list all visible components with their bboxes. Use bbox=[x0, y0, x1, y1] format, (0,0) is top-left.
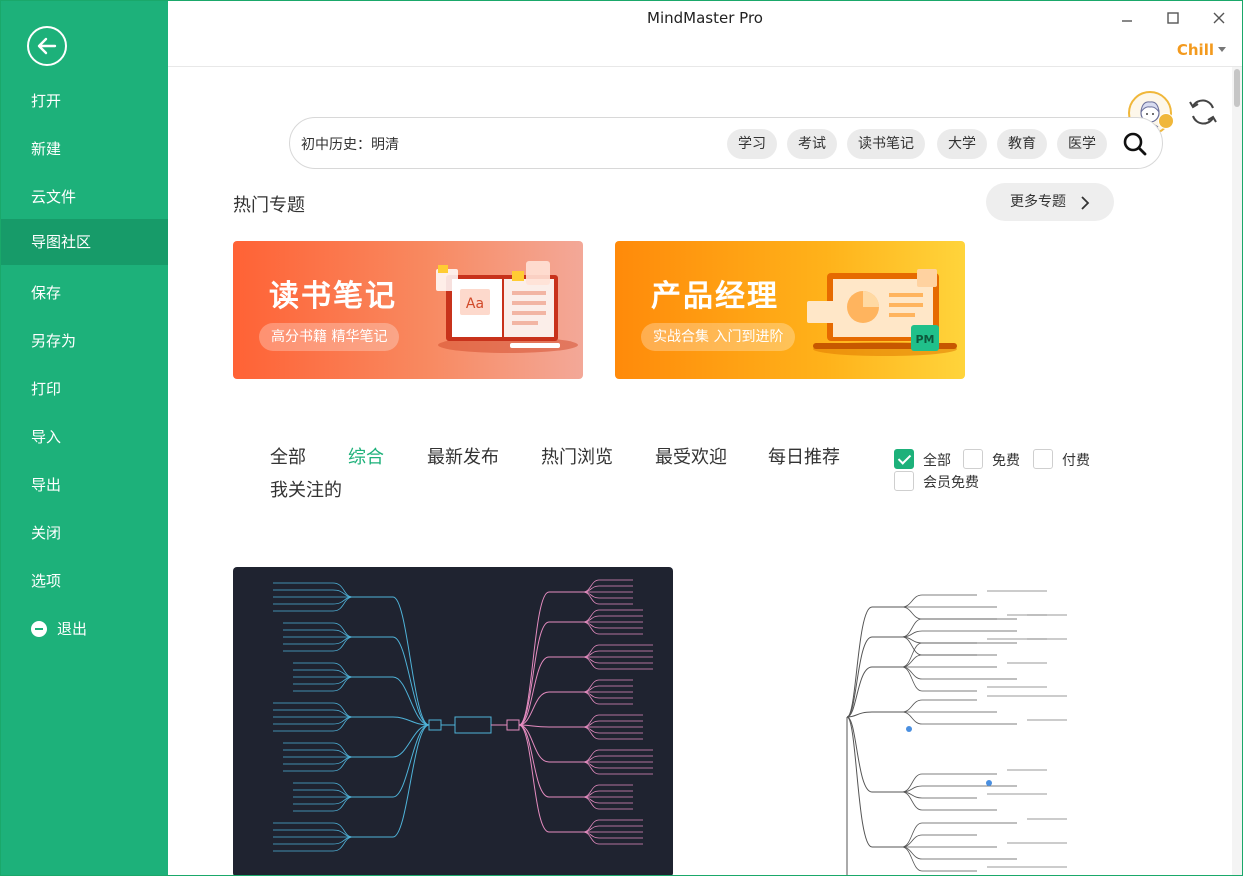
book-thumb-text: Aa bbox=[466, 296, 484, 312]
sidebar-item-export[interactable]: 导出 bbox=[1, 462, 168, 508]
search-tag[interactable]: 读书笔记 bbox=[847, 129, 925, 159]
sidebar-item-label: 新建 bbox=[31, 140, 62, 158]
book-illustration-icon: Aa bbox=[436, 261, 578, 353]
filter-free-checkbox[interactable] bbox=[963, 449, 983, 469]
sidebar-item-cloud-files[interactable]: 云文件 bbox=[1, 174, 168, 220]
sidebar-item-close[interactable]: 关闭 bbox=[1, 510, 168, 556]
vip-badge-icon bbox=[1158, 113, 1174, 129]
more-topics-button[interactable]: 更多专题 bbox=[986, 183, 1114, 221]
close-button[interactable] bbox=[1208, 7, 1230, 29]
tab-following[interactable]: 我关注的 bbox=[270, 480, 342, 501]
mindmap-card-light[interactable] bbox=[717, 567, 1157, 875]
sidebar-item-label: 关闭 bbox=[31, 524, 62, 542]
maximize-button[interactable] bbox=[1162, 7, 1184, 29]
sidebar-item-label: 打印 bbox=[31, 380, 62, 398]
filter-member-free-checkbox[interactable] bbox=[894, 471, 914, 491]
sidebar-item-label: 打开 bbox=[31, 92, 62, 110]
tab-all[interactable]: 全部 bbox=[270, 447, 306, 468]
more-topics-label: 更多专题 bbox=[1010, 194, 1066, 210]
sidebar-item-exit[interactable]: 退出 bbox=[1, 606, 168, 652]
sidebar-item-options[interactable]: 选项 bbox=[1, 558, 168, 604]
tab-daily-recommend[interactable]: 每日推荐 bbox=[768, 447, 840, 468]
title-bar: MindMaster Pro Chill bbox=[168, 1, 1242, 67]
user-name: Chill bbox=[1176, 41, 1214, 59]
sidebar-item-label: 导出 bbox=[31, 476, 62, 494]
sidebar-item-open[interactable]: 打开 bbox=[1, 78, 168, 124]
minimize-button[interactable] bbox=[1116, 7, 1138, 29]
sidebar-item-import[interactable]: 导入 bbox=[1, 414, 168, 460]
search-tag[interactable]: 大学 bbox=[937, 129, 987, 159]
sidebar-item-save-as[interactable]: 另存为 bbox=[1, 318, 168, 364]
sidebar-item-label: 保存 bbox=[31, 284, 62, 302]
search-input[interactable] bbox=[299, 132, 603, 156]
scrollbar[interactable] bbox=[1232, 67, 1242, 875]
caret-down-icon bbox=[1218, 47, 1226, 52]
mindmap-card-dark[interactable] bbox=[233, 567, 673, 875]
maximize-icon bbox=[1167, 12, 1179, 24]
banner-subtitle: 实战合集 入门到进阶 bbox=[641, 323, 796, 351]
sidebar-item-new[interactable]: 新建 bbox=[1, 126, 168, 172]
filter-paid-label: 付费 bbox=[1062, 453, 1090, 469]
search-tag[interactable]: 教育 bbox=[997, 129, 1047, 159]
banner-product-manager[interactable]: 产品经理 实战合集 入门到进阶 PM bbox=[615, 241, 965, 379]
chevron-right-icon bbox=[1081, 196, 1090, 210]
filter-all-checkbox[interactable] bbox=[894, 449, 914, 469]
sidebar-item-label: 导图社区 bbox=[31, 233, 92, 251]
banner-title: 读书笔记 bbox=[269, 279, 397, 314]
tab-hot-browse[interactable]: 热门浏览 bbox=[541, 447, 613, 468]
sidebar-item-community[interactable]: 导图社区 bbox=[1, 219, 168, 265]
tab-most-popular[interactable]: 最受欢迎 bbox=[655, 447, 727, 468]
mindmap-thumbnail-light bbox=[846, 590, 1067, 875]
sidebar: 打开 新建 云文件 导图社区 保存 另存为 打印 导入 导出 关闭 选项 退出 bbox=[1, 1, 168, 875]
filter-free-label: 免费 bbox=[992, 453, 1020, 469]
scrollbar-thumb[interactable] bbox=[1234, 69, 1240, 107]
sidebar-item-print[interactable]: 打印 bbox=[1, 366, 168, 412]
tab-latest[interactable]: 最新发布 bbox=[427, 447, 499, 468]
filter-paid-checkbox[interactable] bbox=[1033, 449, 1053, 469]
section-title-hot-topics: 热门专题 bbox=[233, 195, 305, 216]
search-box: 学习 考试 读书笔记 大学 教育 医学 bbox=[289, 117, 1163, 169]
tab-comprehensive[interactable]: 综合 bbox=[348, 447, 384, 468]
banner-subtitle: 高分书籍 精华笔记 bbox=[259, 323, 400, 351]
minimize-icon bbox=[1122, 20, 1132, 22]
banner-reading-notes[interactable]: 读书笔记 高分书籍 精华笔记 Aa bbox=[233, 241, 583, 379]
sidebar-item-label: 另存为 bbox=[31, 332, 77, 350]
arrow-left-icon bbox=[37, 37, 57, 55]
sync-icon[interactable] bbox=[1186, 95, 1220, 129]
sidebar-item-label: 导入 bbox=[31, 428, 62, 446]
banner-title: 产品经理 bbox=[651, 279, 779, 314]
filter-member-free-label: 会员免费 bbox=[923, 475, 979, 491]
sidebar-item-label: 云文件 bbox=[31, 188, 77, 206]
app-title: MindMaster Pro bbox=[647, 9, 763, 27]
search-tag[interactable]: 学习 bbox=[727, 129, 777, 159]
sidebar-item-label: 退出 bbox=[57, 620, 88, 638]
search-tag[interactable]: 医学 bbox=[1057, 129, 1107, 159]
sidebar-item-save[interactable]: 保存 bbox=[1, 270, 168, 316]
sidebar-item-label: 选项 bbox=[31, 572, 62, 590]
back-button[interactable] bbox=[27, 26, 67, 66]
close-icon bbox=[1213, 12, 1225, 24]
search-icon[interactable] bbox=[1122, 131, 1148, 157]
mindmap-thumbnail-dark bbox=[273, 579, 653, 852]
search-tag[interactable]: 考试 bbox=[787, 129, 837, 159]
user-menu[interactable]: Chill bbox=[1177, 41, 1226, 59]
filter-all-label: 全部 bbox=[923, 453, 951, 469]
exit-icon bbox=[31, 621, 47, 637]
pm-badge-text: PM bbox=[915, 333, 934, 346]
laptop-illustration-icon: PM bbox=[807, 269, 957, 356]
